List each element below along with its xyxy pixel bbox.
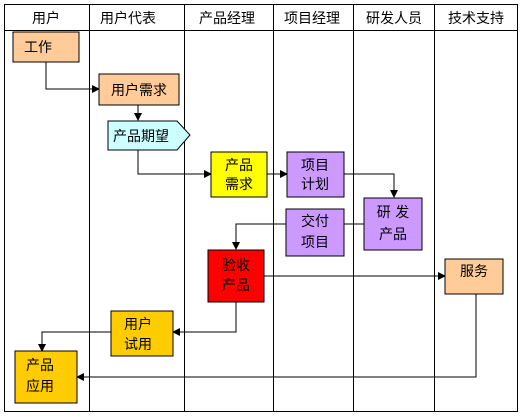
connector-trial-to-application	[38, 331, 111, 352]
lane-header-user-rep: 用户代表	[100, 10, 156, 27]
node-service-label: 服务	[460, 264, 488, 280]
connector-acceptance-to-trial	[172, 302, 237, 336]
node-product-requirements-line1: 产品	[225, 158, 253, 174]
node-user-trial-line1: 用户	[124, 316, 152, 333]
node-deliver-project-line1: 交付	[301, 213, 329, 230]
node-project-plan: 项目 计划	[286, 151, 345, 198]
connector-work-to-user-needs	[45, 62, 100, 93]
node-user-trial-line2: 试用	[124, 337, 152, 353]
node-project-plan-line2: 计划	[301, 177, 329, 193]
node-develop-product-line1: 研 发	[377, 205, 409, 221]
node-work: 工作	[12, 31, 80, 63]
node-product-application-line2: 应用	[26, 378, 54, 395]
node-user-trial: 用户 试用	[110, 310, 174, 357]
node-product-application: 产品 应用	[14, 350, 78, 404]
lane-header-developers: 研发人员	[366, 11, 422, 27]
diagram-frame	[4, 4, 518, 412]
node-product-requirements-line2: 需求	[225, 177, 253, 193]
lane-header-project-manager: 项目经理	[284, 11, 340, 27]
node-product-expectation: 产品期望	[107, 120, 191, 151]
node-user-needs: 用户需求	[98, 73, 180, 106]
connector-plan-to-develop	[344, 173, 398, 198]
connector-deliver-to-acceptance	[232, 223, 286, 250]
node-service: 服务	[444, 258, 504, 295]
node-develop-product-line2: 产品	[379, 227, 407, 243]
lane-header-tech-support: 技术支持	[448, 11, 504, 27]
node-deliver-project-line2: 项目	[301, 235, 329, 251]
node-deliver-project: 交付 项目	[285, 208, 345, 257]
lane-header-user: 用户	[32, 10, 60, 27]
node-acceptance-line2: 产品	[222, 278, 250, 294]
lane-header-product-manager: 产品经理	[199, 11, 255, 27]
node-product-requirements: 产品 需求	[210, 151, 268, 198]
connector-expectation-to-product-req	[137, 150, 212, 178]
node-develop-product: 研 发 产品	[363, 197, 423, 251]
node-acceptance-line1: 验收	[222, 258, 250, 274]
node-acceptance: 验收 产品	[207, 249, 265, 303]
node-work-label: 工作	[24, 40, 52, 56]
connectors	[38, 62, 477, 381]
node-product-application-line1: 产品	[26, 358, 54, 374]
node-product-expectation-label: 产品期望	[113, 129, 169, 145]
node-project-plan-line1: 项目	[301, 158, 329, 174]
node-user-needs-label: 用户需求	[111, 82, 167, 99]
connector-service-to-application	[76, 294, 477, 381]
